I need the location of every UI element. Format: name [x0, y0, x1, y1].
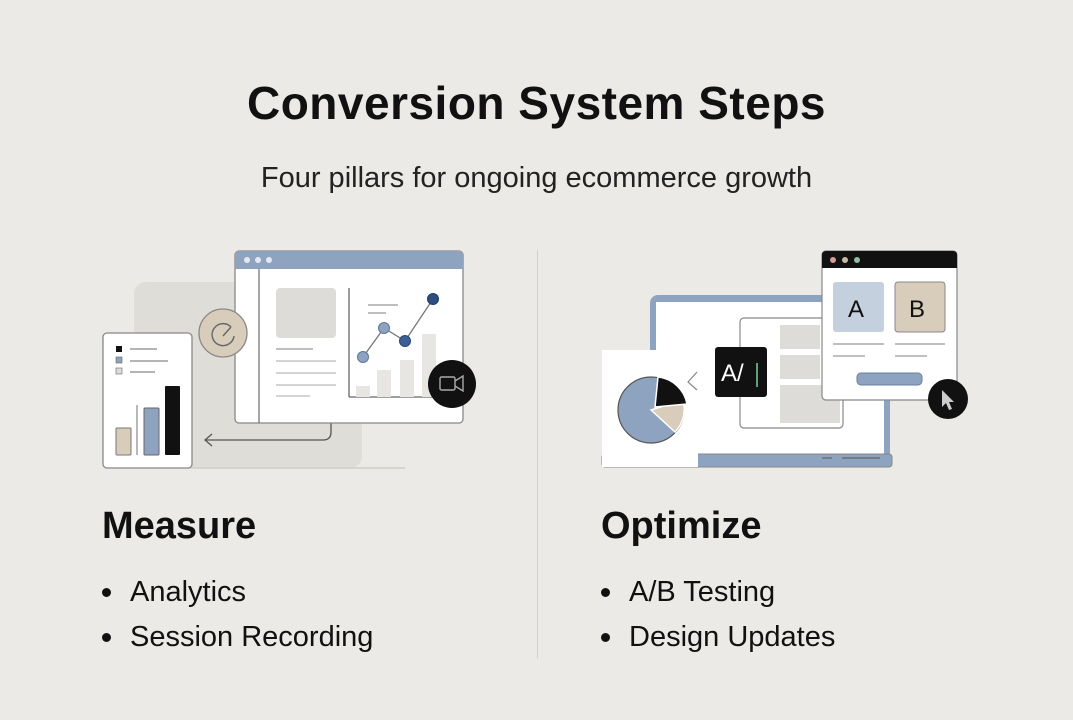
bar-chart-card-icon — [102, 332, 193, 469]
measure-heading: Measure — [102, 505, 257, 547]
page-subtitle: Four pillars for ongoing ecommerce growt… — [260, 162, 813, 194]
optimize-list: A/B Testing Design Updates — [601, 570, 835, 660]
list-item: Analytics — [102, 570, 373, 615]
svg-text:A/: A/ — [721, 360, 744, 387]
arrow-left-icon — [204, 420, 332, 447]
svg-text:A: A — [848, 296, 864, 323]
bullet-icon — [601, 588, 610, 597]
page-title: Conversion System Steps — [246, 77, 827, 129]
measure-list: Analytics Session Recording — [102, 570, 373, 660]
svg-text:B: B — [909, 296, 925, 323]
bullet-icon — [102, 588, 111, 597]
gauge-icon — [198, 308, 248, 358]
bullet-icon — [102, 633, 111, 642]
list-item: Design Updates — [601, 615, 835, 660]
measure-illustration — [102, 250, 476, 469]
line-chart-icon — [348, 288, 440, 398]
optimize-heading: Optimize — [601, 505, 762, 547]
column-divider — [537, 250, 538, 658]
optimize-illustration: A/ A B — [601, 250, 968, 468]
variant-window-icon: A B — [821, 250, 958, 401]
ab-test-badge-icon: A/ — [715, 347, 767, 397]
bullet-icon — [601, 633, 610, 642]
pie-chart-icon — [602, 350, 698, 467]
list-item: Session Recording — [102, 615, 373, 660]
list-item: A/B Testing — [601, 570, 835, 615]
video-camera-icon — [428, 360, 476, 408]
cursor-pointer-icon — [928, 379, 968, 419]
